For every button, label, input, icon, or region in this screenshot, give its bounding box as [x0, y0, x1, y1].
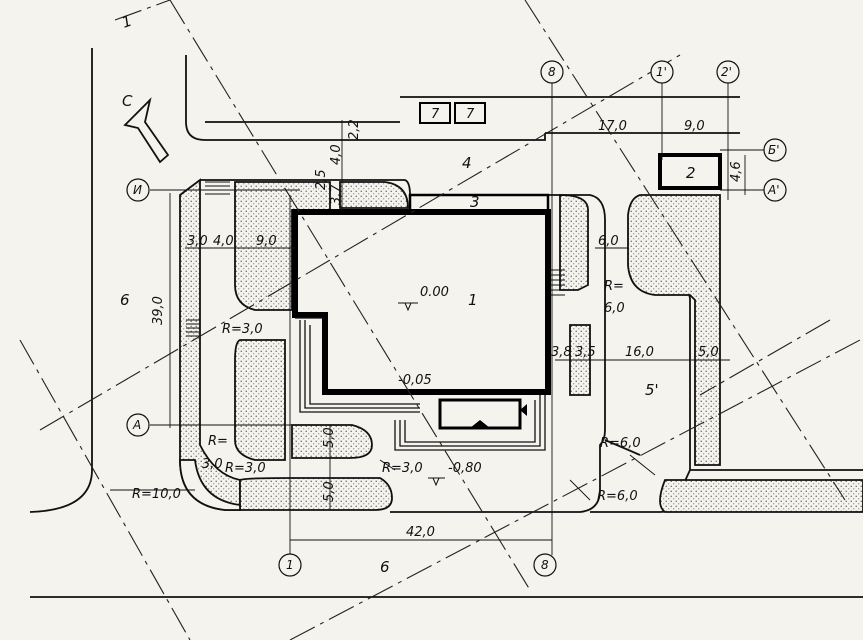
level-0: 0.00: [420, 285, 449, 300]
dim-5-a: 5,0: [322, 427, 337, 448]
dim-3-0: 3,0: [187, 234, 208, 249]
building-1: [292, 209, 551, 395]
dim-9-right: 9,0: [684, 119, 705, 134]
radius-6-a-2: 6,0: [604, 301, 625, 316]
dim-5-b: 5,0: [322, 481, 337, 502]
axis-a: А: [132, 418, 141, 432]
dim-17: 17,0: [598, 119, 627, 134]
zone-6-bottom: 6: [380, 558, 390, 576]
axis-1p-top: 1': [656, 65, 667, 79]
green-ne: [627, 194, 721, 466]
dim-3-8: 3,8: [551, 345, 572, 360]
dim-4-0: 4,0: [213, 234, 234, 249]
dim-4-6: 4,6: [729, 161, 744, 182]
radius-3-d-1: R=: [208, 434, 228, 449]
dim-42: 42,0: [406, 525, 435, 540]
ramp-lines: [295, 317, 546, 451]
green-east: [559, 194, 589, 291]
zone-5: 5': [645, 381, 659, 399]
radius-3-b: R=3,0: [225, 461, 266, 476]
level-marker-0: [398, 302, 418, 312]
dim-9-0: 9,0: [256, 234, 277, 249]
stairs: [186, 181, 565, 337]
green-strip-bottom-left: [179, 459, 241, 511]
radius-3-c: R=3,0: [382, 461, 423, 476]
radius-10: R=10,0: [132, 487, 181, 502]
building-3-wing: [408, 193, 550, 214]
corner-label: 1: [119, 12, 134, 32]
level-080: -0,80: [448, 461, 482, 476]
dim-16: 16,0: [625, 345, 654, 360]
radius-3-a: R=3,0: [222, 322, 263, 337]
entrance-triangle: [470, 420, 490, 428]
axis-8-bottom: 8: [541, 558, 549, 572]
site-road-outline: [200, 179, 641, 513]
construction-lines: [19, 0, 861, 640]
north-arrow: [123, 97, 170, 164]
axis-i: И: [133, 183, 142, 197]
radius-6-c: R=6,0: [597, 489, 638, 504]
radius-3-d-2: 3,0: [202, 457, 223, 472]
dim-6-0: 6,0: [598, 234, 619, 249]
dim-39: 39,0: [151, 296, 166, 325]
green-nw: [234, 181, 331, 311]
zone-2: 2: [686, 164, 696, 182]
axis-a-prime: А': [767, 183, 780, 197]
north-label: С: [122, 92, 133, 110]
axis-bubbles: [126, 60, 787, 577]
building-2: [658, 153, 722, 190]
dim-v1: 2,2: [347, 119, 362, 140]
level-marker-080: [428, 477, 445, 487]
green-w-mid: [234, 339, 286, 461]
green-se: [659, 479, 863, 513]
dim-v3: 2,5: [314, 169, 329, 190]
axis-8-top: 8: [548, 65, 556, 79]
dim-3-5: 3,5: [575, 345, 596, 360]
dim-v4: 3,7: [329, 184, 344, 205]
zone-4: 4: [462, 154, 472, 172]
axis-2p-top: 2': [721, 65, 732, 79]
dim-5-right: 5,0: [698, 345, 719, 360]
green-top: [339, 181, 409, 209]
zone-3: 3: [470, 193, 480, 211]
zone-6-left: 6: [120, 291, 130, 309]
axis-b-prime: Б': [768, 143, 780, 157]
green-sw-bottom: [239, 477, 393, 511]
radius-6-a-1: R=: [604, 279, 624, 294]
landscape-areas: [179, 178, 863, 513]
arrow-marker: [520, 404, 527, 416]
level-005: -0,05: [398, 373, 432, 388]
garage-box-1: [419, 102, 451, 124]
garage-label-1: 7: [431, 107, 440, 122]
axis-lines: [110, 80, 765, 555]
radius-6-b: R=6,0: [600, 436, 641, 451]
zone-1: 1: [468, 291, 478, 309]
dim-v2: 4,0: [329, 144, 344, 165]
garage-box-2: [454, 102, 486, 124]
garage-label-2: 7: [466, 107, 475, 122]
axis-1-bottom: 1: [286, 558, 294, 572]
green-sw2: [291, 424, 373, 459]
